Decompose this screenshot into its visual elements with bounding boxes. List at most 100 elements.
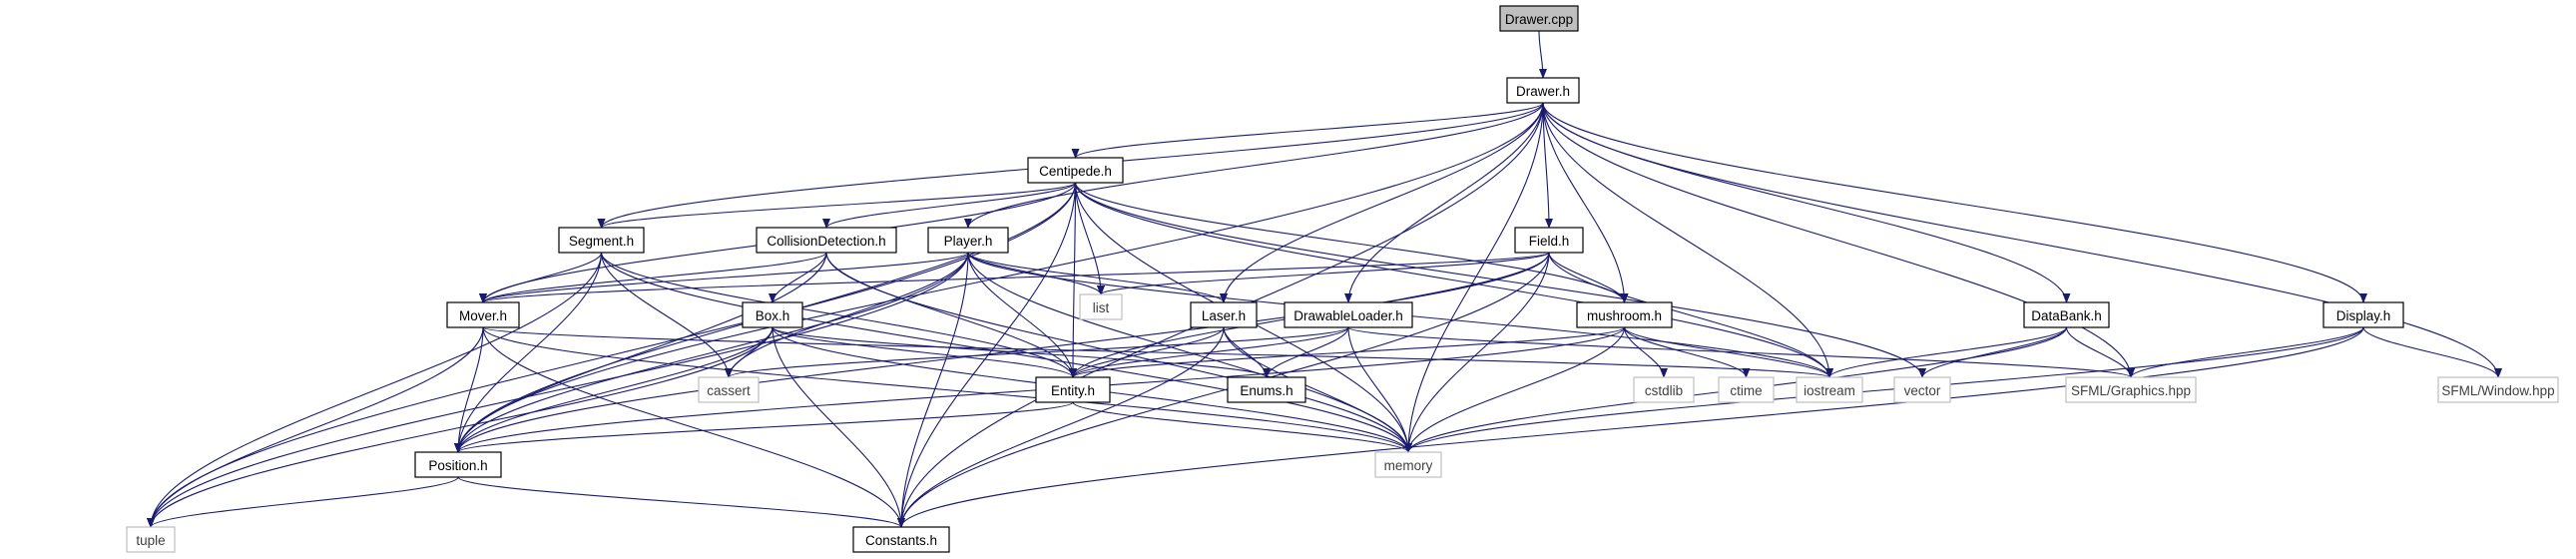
- node-label: Segment.h: [569, 234, 634, 249]
- node-box: [927, 227, 1009, 254]
- node-label: Centipede.h: [1039, 164, 1112, 179]
- node-label: cassert: [707, 383, 751, 398]
- edge-drawer_h-to-mushroom_h: [1542, 102, 1629, 303]
- edge-player_h-to-position_h: [454, 252, 969, 453]
- node-ctime[interactable]: ctime: [1718, 376, 1775, 403]
- node-list[interactable]: list: [1079, 293, 1123, 320]
- edge-mushroom_h-to-entity_h: [1069, 326, 1626, 378]
- edge-player_h-to-mover_h: [479, 252, 969, 303]
- node-sfml-graphics[interactable]: SFML/Graphics.hpp: [2065, 376, 2197, 403]
- node-position-h[interactable]: Position.h: [414, 451, 502, 478]
- edge-position_h-to-constants_h: [457, 476, 905, 528]
- edge-player_h-to-constants_h: [897, 252, 969, 528]
- node-tuple[interactable]: tuple: [126, 526, 176, 553]
- node-collision-h[interactable]: CollisionDetection.h: [756, 227, 897, 254]
- edge-centipede_h-to-iostream: [1074, 182, 1833, 378]
- edge-laser_h-to-entity_h: [1069, 326, 1225, 378]
- edge-display_h-to-sfml_window: [2362, 326, 2502, 378]
- node-label: cstdlib: [1645, 383, 1683, 398]
- node-laser-h[interactable]: Laser.h: [1190, 301, 1258, 328]
- node-enums-h[interactable]: Enums.h: [1227, 376, 1306, 403]
- edges-layer: [147, 30, 2502, 528]
- edge-databank_h-to-iostream: [1825, 326, 2068, 378]
- node-memory[interactable]: memory: [1374, 451, 1442, 478]
- edge-mover_h-to-constants_h: [482, 326, 905, 528]
- edge-drawer_h-to-iostream: [1542, 102, 1833, 378]
- node-label: Display.h: [2336, 308, 2391, 323]
- edge-entity_h-to-memory: [1072, 401, 1412, 453]
- node-box: [446, 301, 520, 328]
- node-iostream[interactable]: iostream: [1796, 376, 1863, 403]
- node-box: [1027, 157, 1124, 184]
- node-mushroom-h[interactable]: mushroom.h: [1576, 301, 1673, 328]
- node-mover-h[interactable]: Mover.h: [446, 301, 520, 328]
- edge-drawer_h-to-databank_h: [1542, 102, 2071, 303]
- node-box: [1796, 376, 1863, 403]
- edge-centipede_h-to-list: [1074, 182, 1105, 295]
- edge-box_h-to-enums_h: [772, 326, 1271, 378]
- node-label: Box.h: [756, 308, 790, 323]
- node-box: [698, 376, 760, 403]
- node-display-h[interactable]: Display.h: [2322, 301, 2404, 328]
- node-box: [1718, 376, 1775, 403]
- node-box: [1499, 5, 1579, 32]
- edge-mover_h-to-tuple: [147, 326, 484, 528]
- edge-drawer_cpp-to-drawer_h: [1538, 30, 1547, 79]
- edge-mushroom_h-to-ctime: [1623, 326, 1751, 378]
- edge-drawer_h-to-laser_h: [1220, 102, 1544, 303]
- edge-mover_h-to-iostream: [482, 326, 1833, 378]
- edge-display_h-to-memory: [1404, 326, 2364, 453]
- node-cassert[interactable]: cassert: [698, 376, 760, 403]
- node-label: vector: [1904, 383, 1941, 398]
- node-box: [742, 301, 803, 328]
- node-box: [1079, 293, 1123, 320]
- node-sfml-window[interactable]: SFML/Window.hpp: [2437, 376, 2559, 403]
- node-box: [1190, 301, 1258, 328]
- edge-drawer_h-to-sfml_graphics: [1542, 102, 2135, 378]
- node-vector[interactable]: vector: [1893, 376, 1951, 403]
- node-cstdlib[interactable]: cstdlib: [1633, 376, 1695, 403]
- node-drawer-cpp[interactable]: Drawer.cpp: [1499, 5, 1579, 32]
- edge-laser_h-to-memory: [1223, 326, 1412, 453]
- node-box-h[interactable]: Box.h: [742, 301, 803, 328]
- edge-segment_h-to-cassert: [600, 252, 733, 378]
- node-label: Player.h: [944, 234, 993, 249]
- edge-position_h-to-tuple: [147, 476, 459, 528]
- edge-centipede_h-to-vector: [1074, 182, 1926, 378]
- edge-centipede_h-to-collision_h: [822, 182, 1077, 229]
- node-label: ctime: [1730, 383, 1762, 398]
- node-box: [1506, 77, 1580, 104]
- node-drawableloader-h[interactable]: DrawableLoader.h: [1284, 301, 1413, 328]
- node-segment-h[interactable]: Segment.h: [558, 227, 645, 254]
- node-entity-h[interactable]: Entity.h: [1035, 376, 1111, 403]
- node-field-h[interactable]: Field.h: [1514, 227, 1584, 254]
- node-databank-h[interactable]: DataBank.h: [2023, 301, 2110, 328]
- edge-segment_h-to-tuple: [147, 252, 603, 528]
- edge-segment_h-to-position_h: [454, 252, 603, 453]
- node-label: Drawer.h: [1516, 84, 1570, 99]
- node-player-h[interactable]: Player.h: [927, 227, 1009, 254]
- node-drawer-h[interactable]: Drawer.h: [1506, 77, 1580, 104]
- edge-drawer_h-to-drawableloader_h: [1344, 102, 1544, 303]
- edge-field_h-to-position_h: [454, 252, 1550, 453]
- node-box: [756, 227, 897, 254]
- edge-field_h-to-mushroom_h: [1548, 252, 1629, 303]
- edge-box_h-to-position_h: [454, 326, 773, 453]
- edge-collision_h-to-mover_h: [479, 252, 827, 303]
- node-label: Mover.h: [459, 308, 507, 323]
- node-box: [852, 526, 950, 553]
- edge-collision_h-to-memory: [825, 252, 1412, 453]
- node-label: DrawableLoader.h: [1293, 308, 1403, 323]
- edge-box_h-to-constants_h: [772, 326, 905, 528]
- edge-box_h-to-entity_h: [772, 326, 1077, 378]
- node-label: SFML/Window.hpp: [2441, 383, 2554, 398]
- node-label: list: [1093, 300, 1110, 315]
- node-constants-h[interactable]: Constants.h: [852, 526, 950, 553]
- node-box: [1576, 301, 1673, 328]
- edge-drawer_h-to-memory: [1404, 102, 1544, 453]
- edge-entity_h-to-position_h: [454, 401, 1074, 453]
- edge-field_h-to-memory: [1404, 252, 1550, 453]
- node-box: [1893, 376, 1951, 403]
- edge-display_h-to-constants_h: [897, 326, 2364, 528]
- node-centipede-h[interactable]: Centipede.h: [1027, 157, 1124, 184]
